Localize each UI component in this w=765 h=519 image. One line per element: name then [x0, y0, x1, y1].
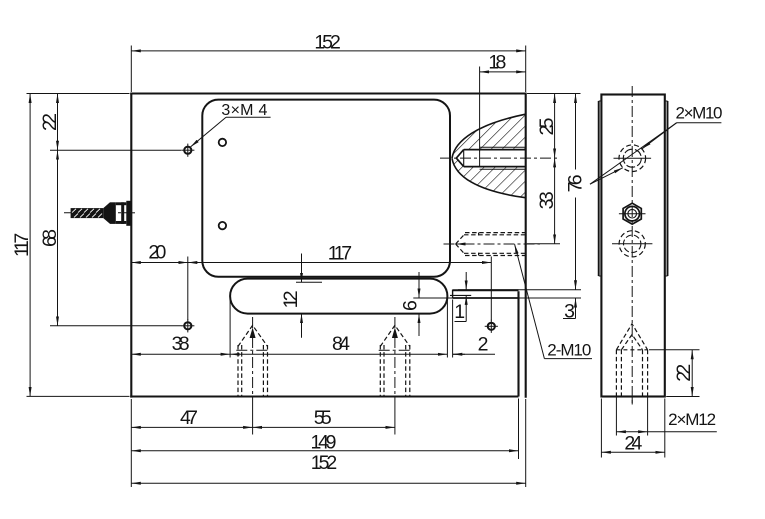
svg-text:6: 6	[400, 300, 422, 311]
svg-text:25: 25	[536, 117, 558, 135]
svg-text:55: 55	[314, 407, 332, 429]
svg-text:84: 84	[332, 333, 350, 355]
svg-text:2×M12: 2×M12	[668, 410, 716, 429]
svg-text:38: 38	[172, 333, 190, 355]
svg-text:149: 149	[311, 432, 337, 454]
svg-text:22: 22	[673, 364, 695, 382]
svg-text:47: 47	[180, 407, 198, 429]
svg-text:1: 1	[454, 301, 465, 323]
svg-text:2×M10: 2×M10	[676, 103, 723, 122]
svg-text:2-M10: 2-M10	[547, 340, 591, 359]
svg-text:152: 152	[311, 452, 338, 474]
svg-text:117: 117	[11, 233, 33, 257]
svg-text:3×M 4: 3×M 4	[221, 102, 267, 119]
svg-text:3: 3	[564, 301, 575, 323]
svg-text:24: 24	[624, 433, 642, 455]
svg-text:20: 20	[148, 242, 166, 264]
svg-text:12: 12	[280, 290, 302, 308]
svg-text:68: 68	[39, 229, 61, 247]
svg-text:22: 22	[39, 113, 61, 131]
svg-text:117: 117	[328, 242, 352, 264]
svg-text:76: 76	[565, 174, 587, 192]
svg-text:33: 33	[536, 191, 558, 209]
svg-text:2: 2	[478, 334, 489, 356]
svg-text:18: 18	[488, 51, 506, 73]
svg-text:152: 152	[314, 31, 341, 53]
